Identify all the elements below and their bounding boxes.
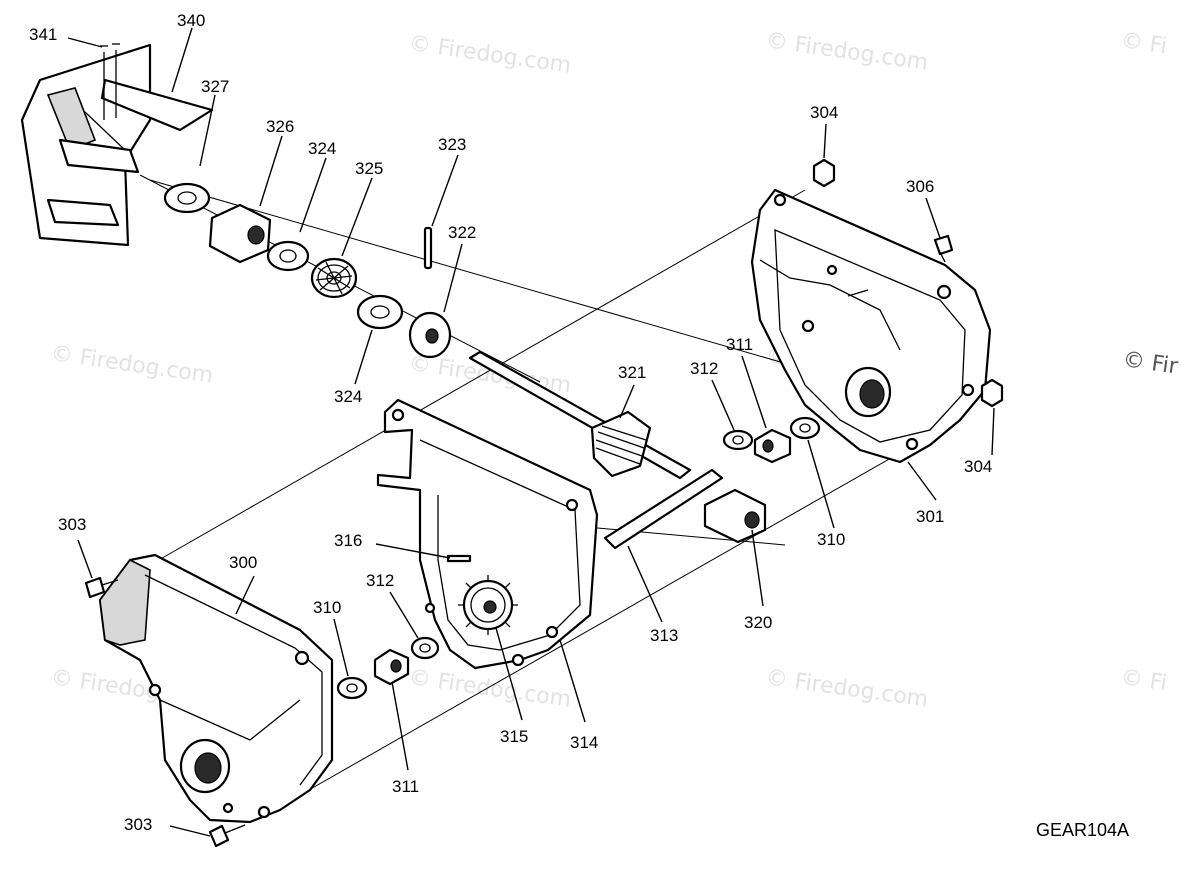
pin-323: [423, 226, 433, 270]
diagram-code: GEAR104A: [1036, 820, 1129, 840]
watermark: © Firedog.com: [764, 28, 930, 76]
watermark: © Fir: [1121, 347, 1180, 380]
label-304: 304: [964, 457, 992, 476]
label-327: 327: [201, 77, 229, 96]
label-310: 310: [313, 598, 341, 617]
label-324: 324: [308, 139, 336, 158]
label-320: 320: [744, 613, 772, 632]
label-301: 301: [916, 507, 944, 526]
washer-324-upper: [266, 240, 310, 272]
watermark: © Fi: [1119, 665, 1168, 696]
label-312: 312: [690, 359, 718, 378]
nut-304-upper: [812, 158, 836, 188]
watermark: © Firedog.com: [407, 31, 573, 79]
label-322: 322: [448, 223, 476, 242]
watermark: © Firedog.com: [764, 665, 930, 713]
worm-shaft-321: [468, 350, 692, 480]
bolt-303-lower: [208, 824, 246, 848]
label-324: 324: [334, 387, 362, 406]
label-314: 314: [570, 733, 598, 752]
label-310: 310: [817, 530, 845, 549]
gasket-plate-314: [376, 398, 599, 670]
right-housing-301: [750, 188, 992, 464]
label-315: 315: [500, 727, 528, 746]
label-321: 321: [618, 363, 646, 382]
key-316: [446, 554, 472, 563]
deflector-bracket: [20, 43, 214, 247]
washer-327: [163, 182, 211, 214]
part-labels: 341 340 327 326 324 325 323 322 324 304 …: [29, 11, 992, 834]
collar-322: [408, 311, 452, 359]
label-311: 311: [392, 777, 419, 796]
label-325: 325: [355, 159, 383, 178]
watermark: © Firedog.com: [407, 665, 573, 713]
shaft-313: [603, 468, 724, 550]
watermark: © Fi: [1119, 28, 1168, 59]
label-340: 340: [177, 11, 205, 30]
washer-324-lower: [356, 294, 404, 330]
label-326: 326: [266, 117, 294, 136]
leader-lines: [67, 27, 995, 837]
watermark: © Firedog.com: [49, 341, 215, 389]
nut-304-lower: [980, 378, 1004, 408]
label-316: 316: [334, 531, 362, 550]
left-housing-300: [98, 553, 334, 824]
spacer-311-upper: [753, 428, 792, 464]
label-341: 341: [29, 25, 57, 44]
label-311: 311: [726, 335, 753, 354]
label-303: 303: [124, 815, 152, 834]
washer-310-upper: [789, 416, 821, 440]
label-312: 312: [366, 571, 394, 590]
washer-310-lower: [336, 676, 368, 700]
label-313: 313: [650, 626, 678, 645]
washer-312-upper: [722, 429, 754, 451]
spacer-311-lower: [373, 648, 410, 686]
bolt-303-upper: [84, 576, 119, 599]
bushing-320: [703, 488, 767, 544]
grease-fitting-306: [933, 234, 954, 263]
bearing-sleeve-326: [208, 203, 272, 264]
label-306: 306: [906, 177, 934, 196]
gear-315: [458, 575, 518, 635]
label-304: 304: [810, 103, 838, 122]
thrust-bearing-325: [310, 257, 358, 299]
label-303: 303: [58, 515, 86, 534]
label-323: 323: [438, 135, 466, 154]
washer-312-lower: [410, 636, 440, 660]
label-300: 300: [229, 553, 257, 572]
